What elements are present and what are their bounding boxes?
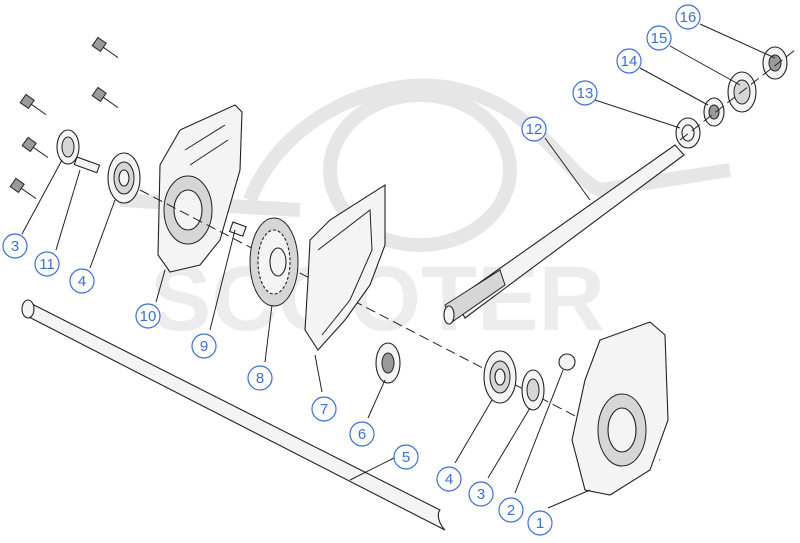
svg-text:2: 2 <box>507 502 515 519</box>
svg-text:16: 16 <box>680 9 697 26</box>
svg-text:15: 15 <box>651 30 668 47</box>
thrust-washer <box>703 97 725 127</box>
bearing-right <box>483 350 517 404</box>
assembly-axis <box>139 189 661 461</box>
woodruff-key <box>228 221 247 237</box>
oil-seal-left <box>56 129 80 165</box>
callout-7: 7 <box>311 396 337 422</box>
callout-12: 12 <box>521 116 547 142</box>
callout-1: 1 <box>527 510 553 536</box>
svg-text:12: 12 <box>526 121 543 138</box>
callout-15: 15 <box>646 25 672 51</box>
worm-shaft <box>443 144 685 325</box>
bearing-6 <box>375 342 401 384</box>
callout-4-right: 4 <box>436 466 462 492</box>
callout-8: 8 <box>247 365 273 391</box>
svg-text:3: 3 <box>477 486 485 503</box>
callout-3-left: 3 <box>2 233 28 259</box>
drain-plug <box>558 353 576 371</box>
svg-text:8: 8 <box>256 370 264 387</box>
svg-text:10: 10 <box>140 308 157 325</box>
svg-text:13: 13 <box>577 85 594 102</box>
callout-5: 5 <box>393 444 419 470</box>
callout-6: 6 <box>349 421 375 447</box>
bearing-left <box>107 152 141 204</box>
svg-text:3: 3 <box>11 238 19 255</box>
callout-4-left: 4 <box>69 268 95 294</box>
svg-text:5: 5 <box>402 449 410 466</box>
upper-axis <box>679 49 796 141</box>
callout-13: 13 <box>572 80 598 106</box>
oil-seal-right <box>521 369 545 411</box>
callout-16: 16 <box>675 4 701 30</box>
svg-text:11: 11 <box>39 256 55 273</box>
key-pin <box>73 156 101 174</box>
svg-text:1: 1 <box>536 515 544 532</box>
callout-10: 10 <box>135 303 161 329</box>
svg-text:4: 4 <box>78 273 86 290</box>
callout-9: 9 <box>191 333 217 359</box>
bolt-group <box>9 36 119 200</box>
worm-gear <box>249 217 299 307</box>
svg-text:6: 6 <box>358 426 366 443</box>
svg-text:14: 14 <box>621 53 638 70</box>
oil-seal-top <box>762 46 788 80</box>
callout-14: 14 <box>616 48 642 74</box>
gearbox-housing-right <box>571 321 669 496</box>
callout-2: 2 <box>498 497 524 523</box>
svg-text:4: 4 <box>445 471 453 488</box>
svg-text:7: 7 <box>320 401 328 418</box>
bushing <box>675 117 701 149</box>
leader-lines <box>21 23 776 509</box>
svg-text:9: 9 <box>200 338 208 355</box>
gearbox-housing-left <box>157 104 243 273</box>
gasket <box>304 183 386 351</box>
callout-3-right: 3 <box>468 481 494 507</box>
callout-11: 11 <box>34 251 60 277</box>
drive-shaft <box>21 299 446 531</box>
